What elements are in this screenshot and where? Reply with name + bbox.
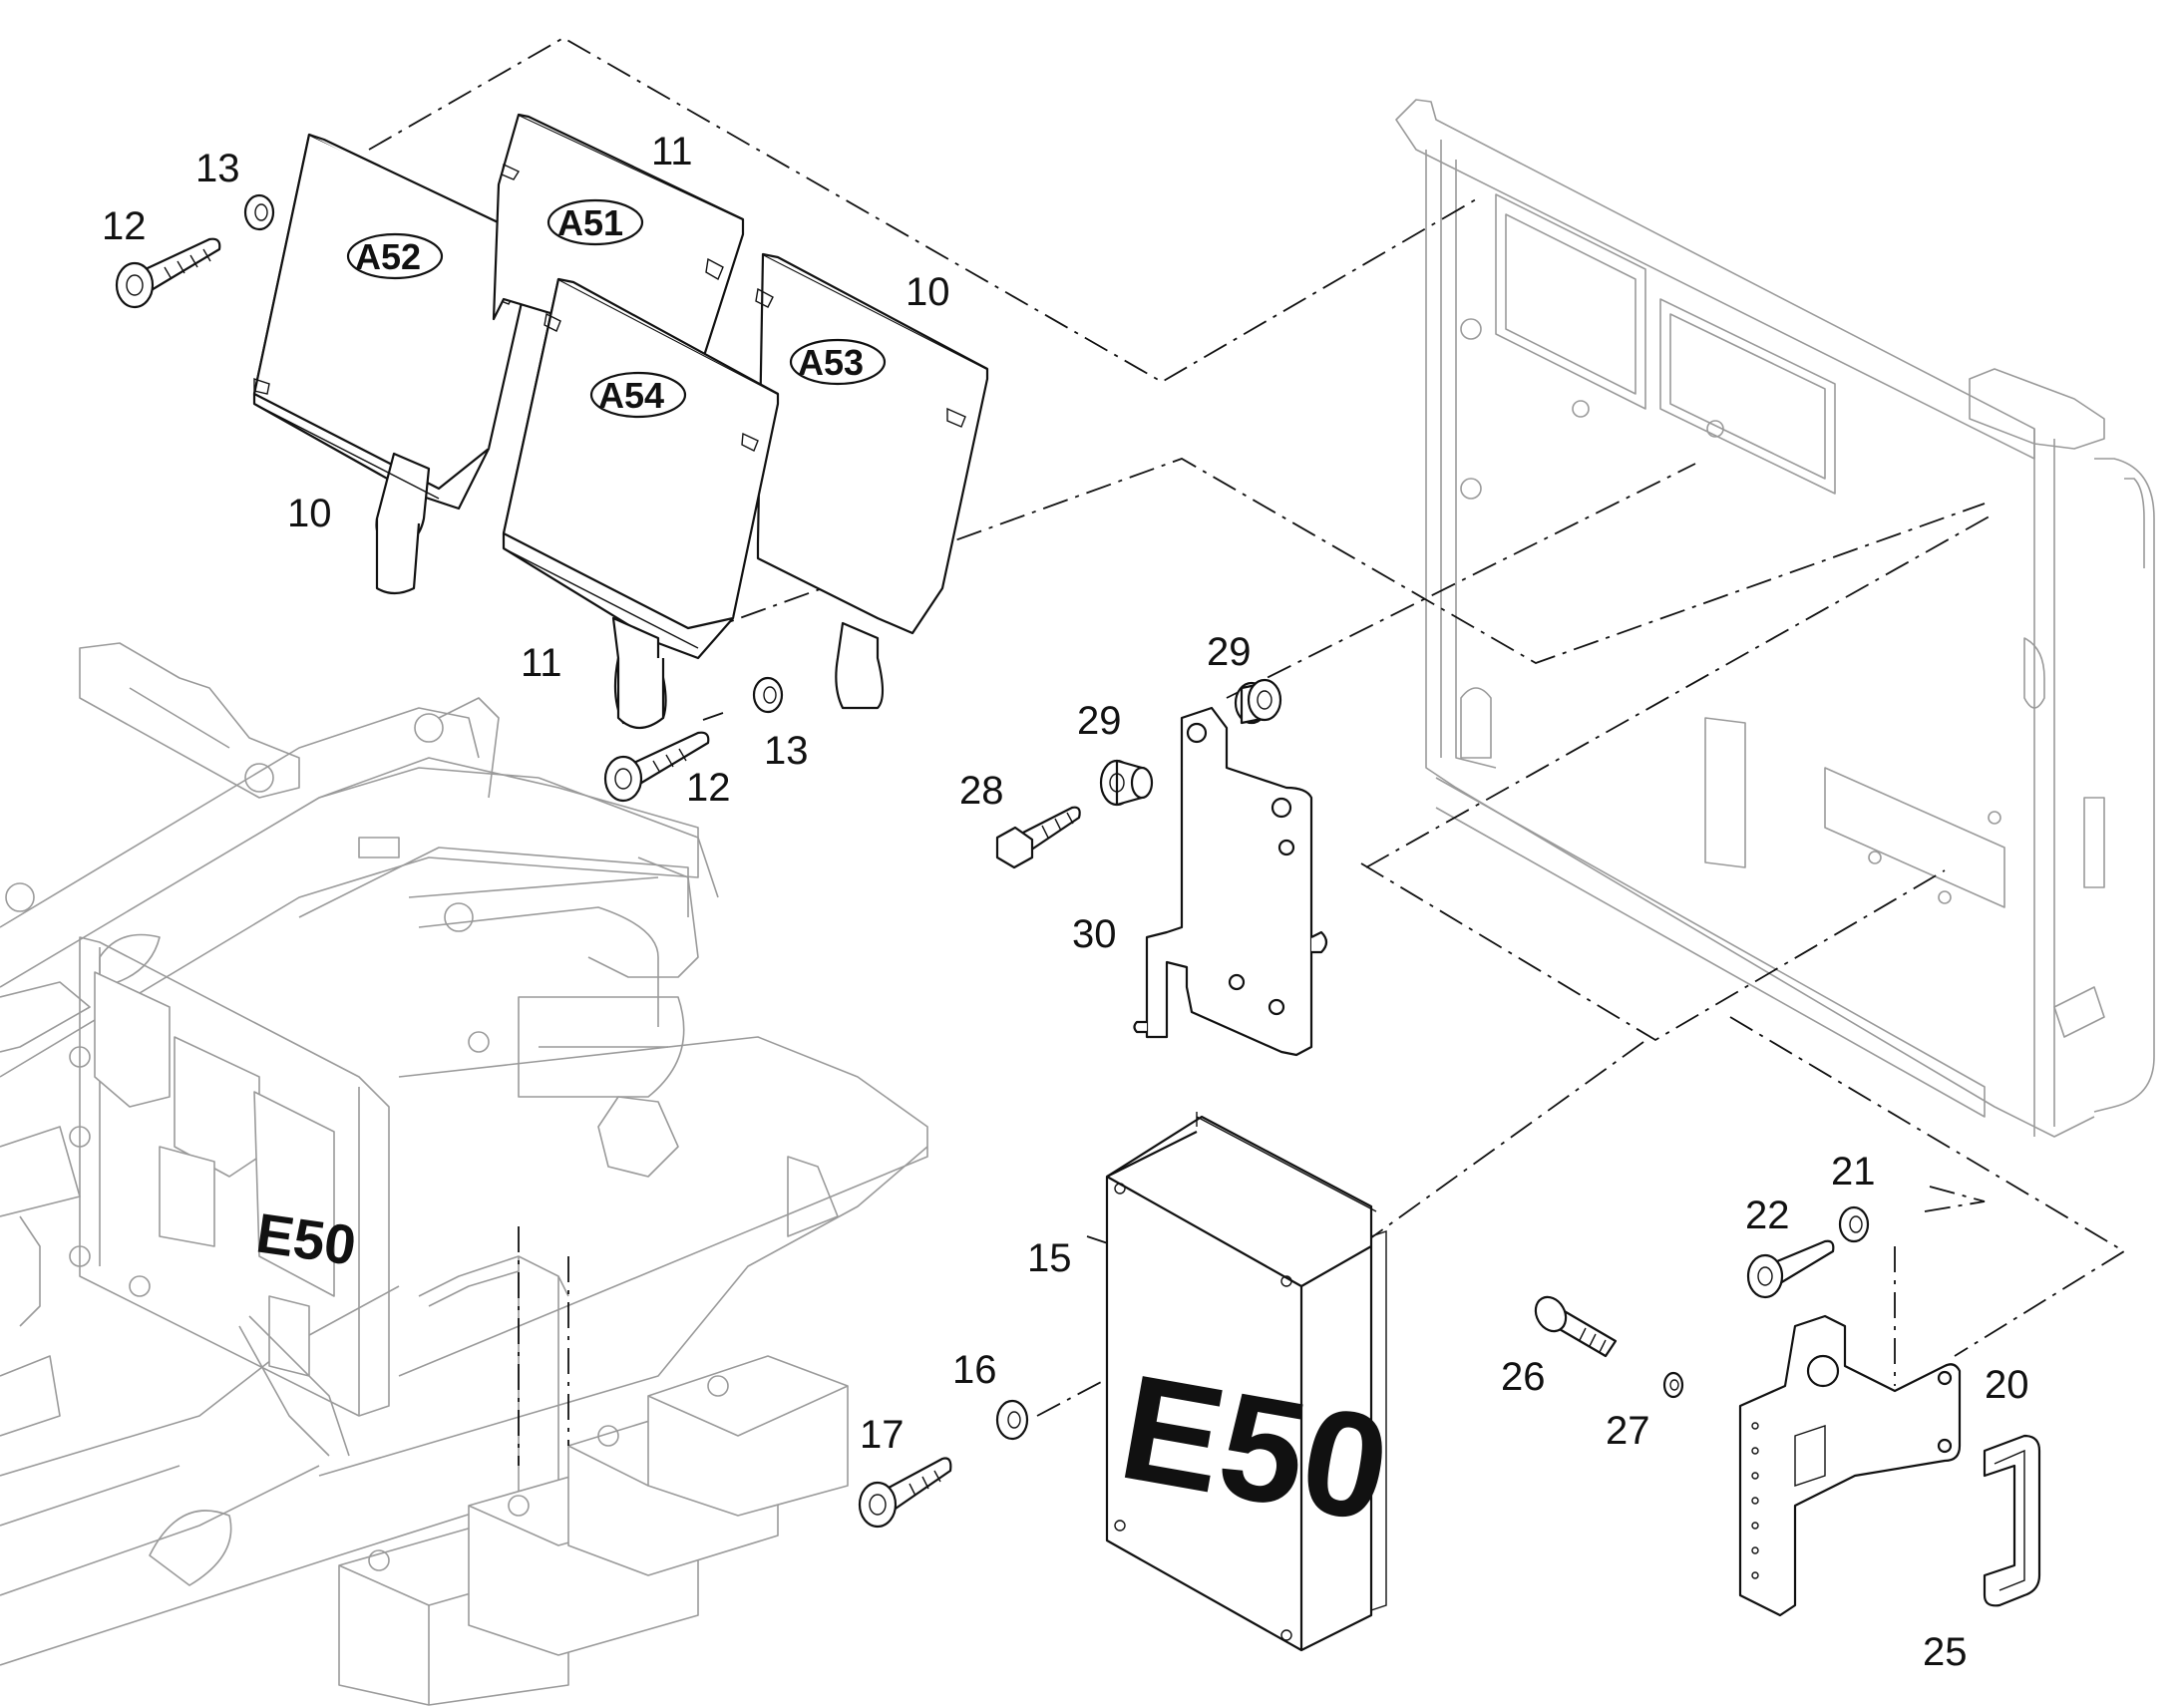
callout-27: 27	[1606, 1409, 1650, 1453]
spacer-29-lower[interactable]	[1099, 759, 1154, 807]
module-a51-tag: A51	[557, 202, 623, 243]
callout-10-top: 10	[906, 270, 950, 314]
screw-28[interactable]	[995, 806, 1081, 869]
cab-frame	[1395, 99, 2155, 1138]
washer-13-bottom[interactable]	[752, 676, 784, 714]
callout-11-left: 11	[521, 641, 562, 685]
callout-13-top: 13	[195, 147, 240, 190]
callout-16: 16	[952, 1348, 997, 1392]
washer-16[interactable]	[995, 1399, 1029, 1441]
bracket-20[interactable]	[1738, 1314, 1962, 1617]
callout-17: 17	[860, 1413, 905, 1457]
module-a52[interactable]: A52	[252, 133, 536, 595]
washer-27[interactable]	[1662, 1371, 1684, 1399]
screw-12-top[interactable]	[115, 237, 221, 309]
batteries	[338, 1355, 849, 1706]
spacer-29-upper[interactable]	[1234, 678, 1282, 725]
callout-12-bottom: 12	[686, 766, 731, 810]
module-a54[interactable]: A54	[502, 277, 780, 730]
callout-30: 30	[1072, 912, 1117, 956]
screw-26[interactable]	[1530, 1291, 1618, 1358]
callout-26: 26	[1501, 1355, 1546, 1399]
module-a53[interactable]: A53	[755, 252, 989, 710]
cabinet-e50-label: E50	[252, 1200, 359, 1276]
screw-17[interactable]	[858, 1457, 952, 1529]
callout-labels: 13 12 11 10 10 11 13 12 29 29 28 30 15 1…	[102, 130, 2029, 1674]
control-cabinet: E50	[69, 936, 569, 1595]
callout-20: 20	[1985, 1363, 2029, 1407]
callout-21: 21	[1831, 1150, 1876, 1194]
bracket-30[interactable]	[1133, 706, 1328, 1057]
callout-29-upper: 29	[1207, 630, 1252, 674]
callout-28: 28	[959, 769, 1004, 813]
module-a53-tag: A53	[798, 342, 864, 383]
washer-21[interactable]	[1838, 1205, 1870, 1243]
machine-chassis	[0, 642, 928, 1666]
callout-22: 22	[1745, 1194, 1790, 1237]
module-a52-tag: A52	[355, 236, 421, 277]
callout-11-top: 11	[651, 130, 693, 173]
screw-22[interactable]	[1746, 1239, 1835, 1299]
control-box-15[interactable]: E50	[1105, 1112, 1400, 1652]
callout-25: 25	[1923, 1630, 1968, 1674]
callout-10-left: 10	[287, 492, 332, 535]
callout-29-lower: 29	[1077, 699, 1122, 743]
screw-12-bottom[interactable]	[603, 731, 710, 803]
clip-25[interactable]	[1983, 1434, 2041, 1607]
callout-12-top: 12	[102, 204, 147, 248]
callout-15: 15	[1027, 1236, 1072, 1280]
washer-13-top[interactable]	[243, 193, 275, 231]
callout-13-bottom: 13	[764, 729, 809, 773]
module-a54-tag: A54	[598, 375, 664, 416]
